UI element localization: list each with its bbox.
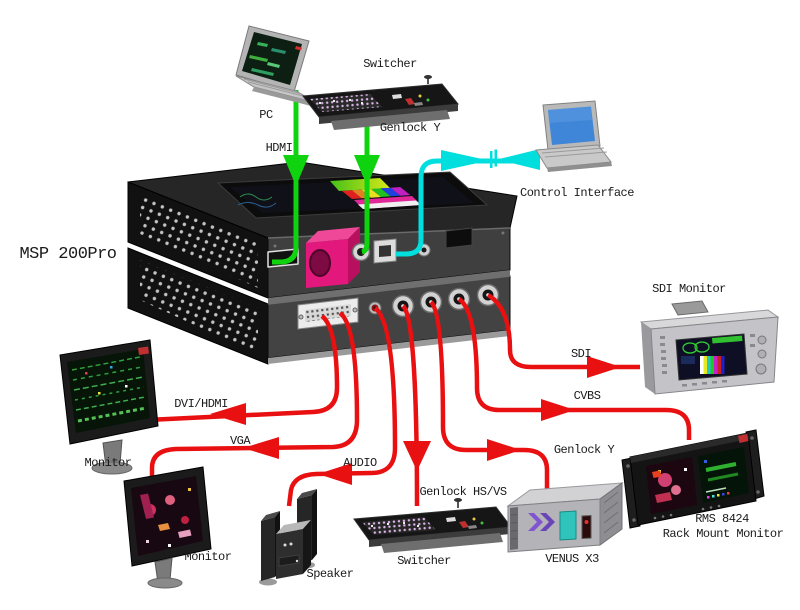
genlock-hsvs-label: Genlock HS/VS: [419, 485, 506, 499]
sdi-label: SDI: [571, 347, 591, 361]
dvi-monitor-device: [59, 339, 159, 475]
rack-monitor-sublabel: Rack Mount Monitor: [663, 527, 784, 541]
control-interface-label: Control Interface: [520, 186, 634, 200]
screen-white-strip: [358, 200, 421, 209]
input-cables: [272, 90, 370, 265]
rj45-port: [373, 238, 397, 264]
dvi-port: [297, 297, 359, 330]
hdmi-label: HDMI: [266, 141, 293, 155]
vga-arrowhead: [243, 437, 279, 459]
speaker-subwoofer: [276, 520, 311, 579]
genlock-y-out-arrowhead: [487, 439, 521, 461]
sdi-monitor-device: [639, 300, 780, 395]
genlock-y-in-cable: [361, 113, 370, 255]
screw: [501, 231, 505, 235]
audio-cable: [286, 306, 398, 507]
msp-200pro-device: [127, 161, 518, 365]
vga-label: VGA: [230, 434, 251, 448]
genlock-y-out-cable: [429, 300, 550, 492]
bottom-switcher-buttons: [370, 517, 484, 529]
dvi-pink-adapter: [306, 227, 360, 288]
input-arrowheads: [283, 155, 380, 186]
top-switcher-label: Switcher: [363, 57, 417, 71]
venus-x3-display: [559, 510, 577, 541]
genlock-y-out-label: Genlock Y: [554, 443, 615, 457]
sdi-monitor-handle: [671, 300, 709, 316]
pc-label: PC: [259, 108, 273, 122]
dvi-hdmi-arrowhead: [210, 403, 246, 425]
device-vents-top: [140, 194, 258, 288]
top-switcher-console: [302, 75, 459, 130]
dvi-hdmi-cable: [125, 314, 340, 424]
sdi-arrowhead: [587, 356, 621, 378]
sdi-cable: [486, 293, 640, 370]
rack-monitor-screen-left: [646, 457, 697, 514]
speaker-label: Speaker: [307, 567, 354, 581]
dvi-hdmi-label: DVI/HDMI: [174, 397, 228, 411]
venus-x3-logo: [528, 513, 555, 531]
cvbs-cable: [457, 297, 692, 440]
sdi-monitor-screen-content: [681, 335, 743, 374]
cvbs-arrowhead: [541, 399, 575, 421]
bottom-switcher-console: [353, 498, 512, 553]
control-cable: [396, 158, 532, 257]
labels: PC Switcher Genlock Y HDMI Control Inter…: [19, 57, 784, 581]
screen-color-block: [330, 178, 390, 191]
audio-arrowhead: [318, 463, 352, 485]
rack-monitor-screen-right-content: [704, 460, 739, 499]
venus-x3-label: VENUS X3: [545, 552, 599, 566]
rack-monitor-screen-left-content: [652, 468, 687, 503]
vga-cable: [149, 311, 360, 487]
dvi-monitor-label: Monitor: [85, 456, 132, 470]
sdi-monitor-label: SDI Monitor: [652, 282, 726, 296]
power-switch: [445, 227, 473, 249]
control-connector-symbol: [441, 149, 540, 171]
control-cable-group: [396, 149, 540, 257]
venus-x3-device: [506, 482, 624, 553]
sdi-monitor-buttons: [660, 334, 755, 387]
vga-monitor-screen-content: [140, 488, 192, 547]
device-vents-bottom: [140, 260, 258, 354]
bottom-switcher-label: Switcher: [397, 554, 451, 568]
vga-monitor-label: Monitor: [185, 550, 232, 564]
sdi-monitor-knobs: [755, 335, 767, 375]
genlock-hsvs-arrowhead: [403, 441, 431, 471]
cvbs-label: CVBS: [574, 389, 601, 403]
speaker-set: [259, 489, 317, 586]
vga-monitor-device: [123, 466, 212, 589]
audio-label: AUDIO: [343, 456, 377, 470]
rack-mount-monitor-device: [621, 429, 765, 529]
rack-monitor-screen-right: [698, 447, 749, 503]
device-screen-waveform: [239, 193, 273, 201]
output-arrowheads: [210, 356, 621, 485]
pc-screen-content: [249, 42, 302, 76]
rack-monitor-buttons: [653, 504, 721, 520]
genlock-y-in-label: Genlock Y: [380, 121, 441, 135]
dvi-monitor-screen-content: [71, 346, 149, 423]
front-edge-highlight2: [267, 275, 511, 305]
control-interface-laptop: [535, 100, 612, 172]
screw: [273, 244, 277, 248]
switcher-buttons: [318, 94, 430, 106]
device-screen-waveform2: [237, 202, 277, 208]
rack-monitor-label: RMS 8424: [695, 512, 749, 526]
hdmi-arrowhead: [283, 155, 309, 186]
genlock-y-in-arrowhead: [354, 155, 380, 186]
device-label: MSP 200Pro: [19, 245, 116, 264]
unit-gap: [268, 270, 510, 304]
venus-x3-power-button: [581, 514, 592, 540]
hdmi-cable: [272, 90, 299, 265]
pc-laptop: [235, 25, 318, 107]
